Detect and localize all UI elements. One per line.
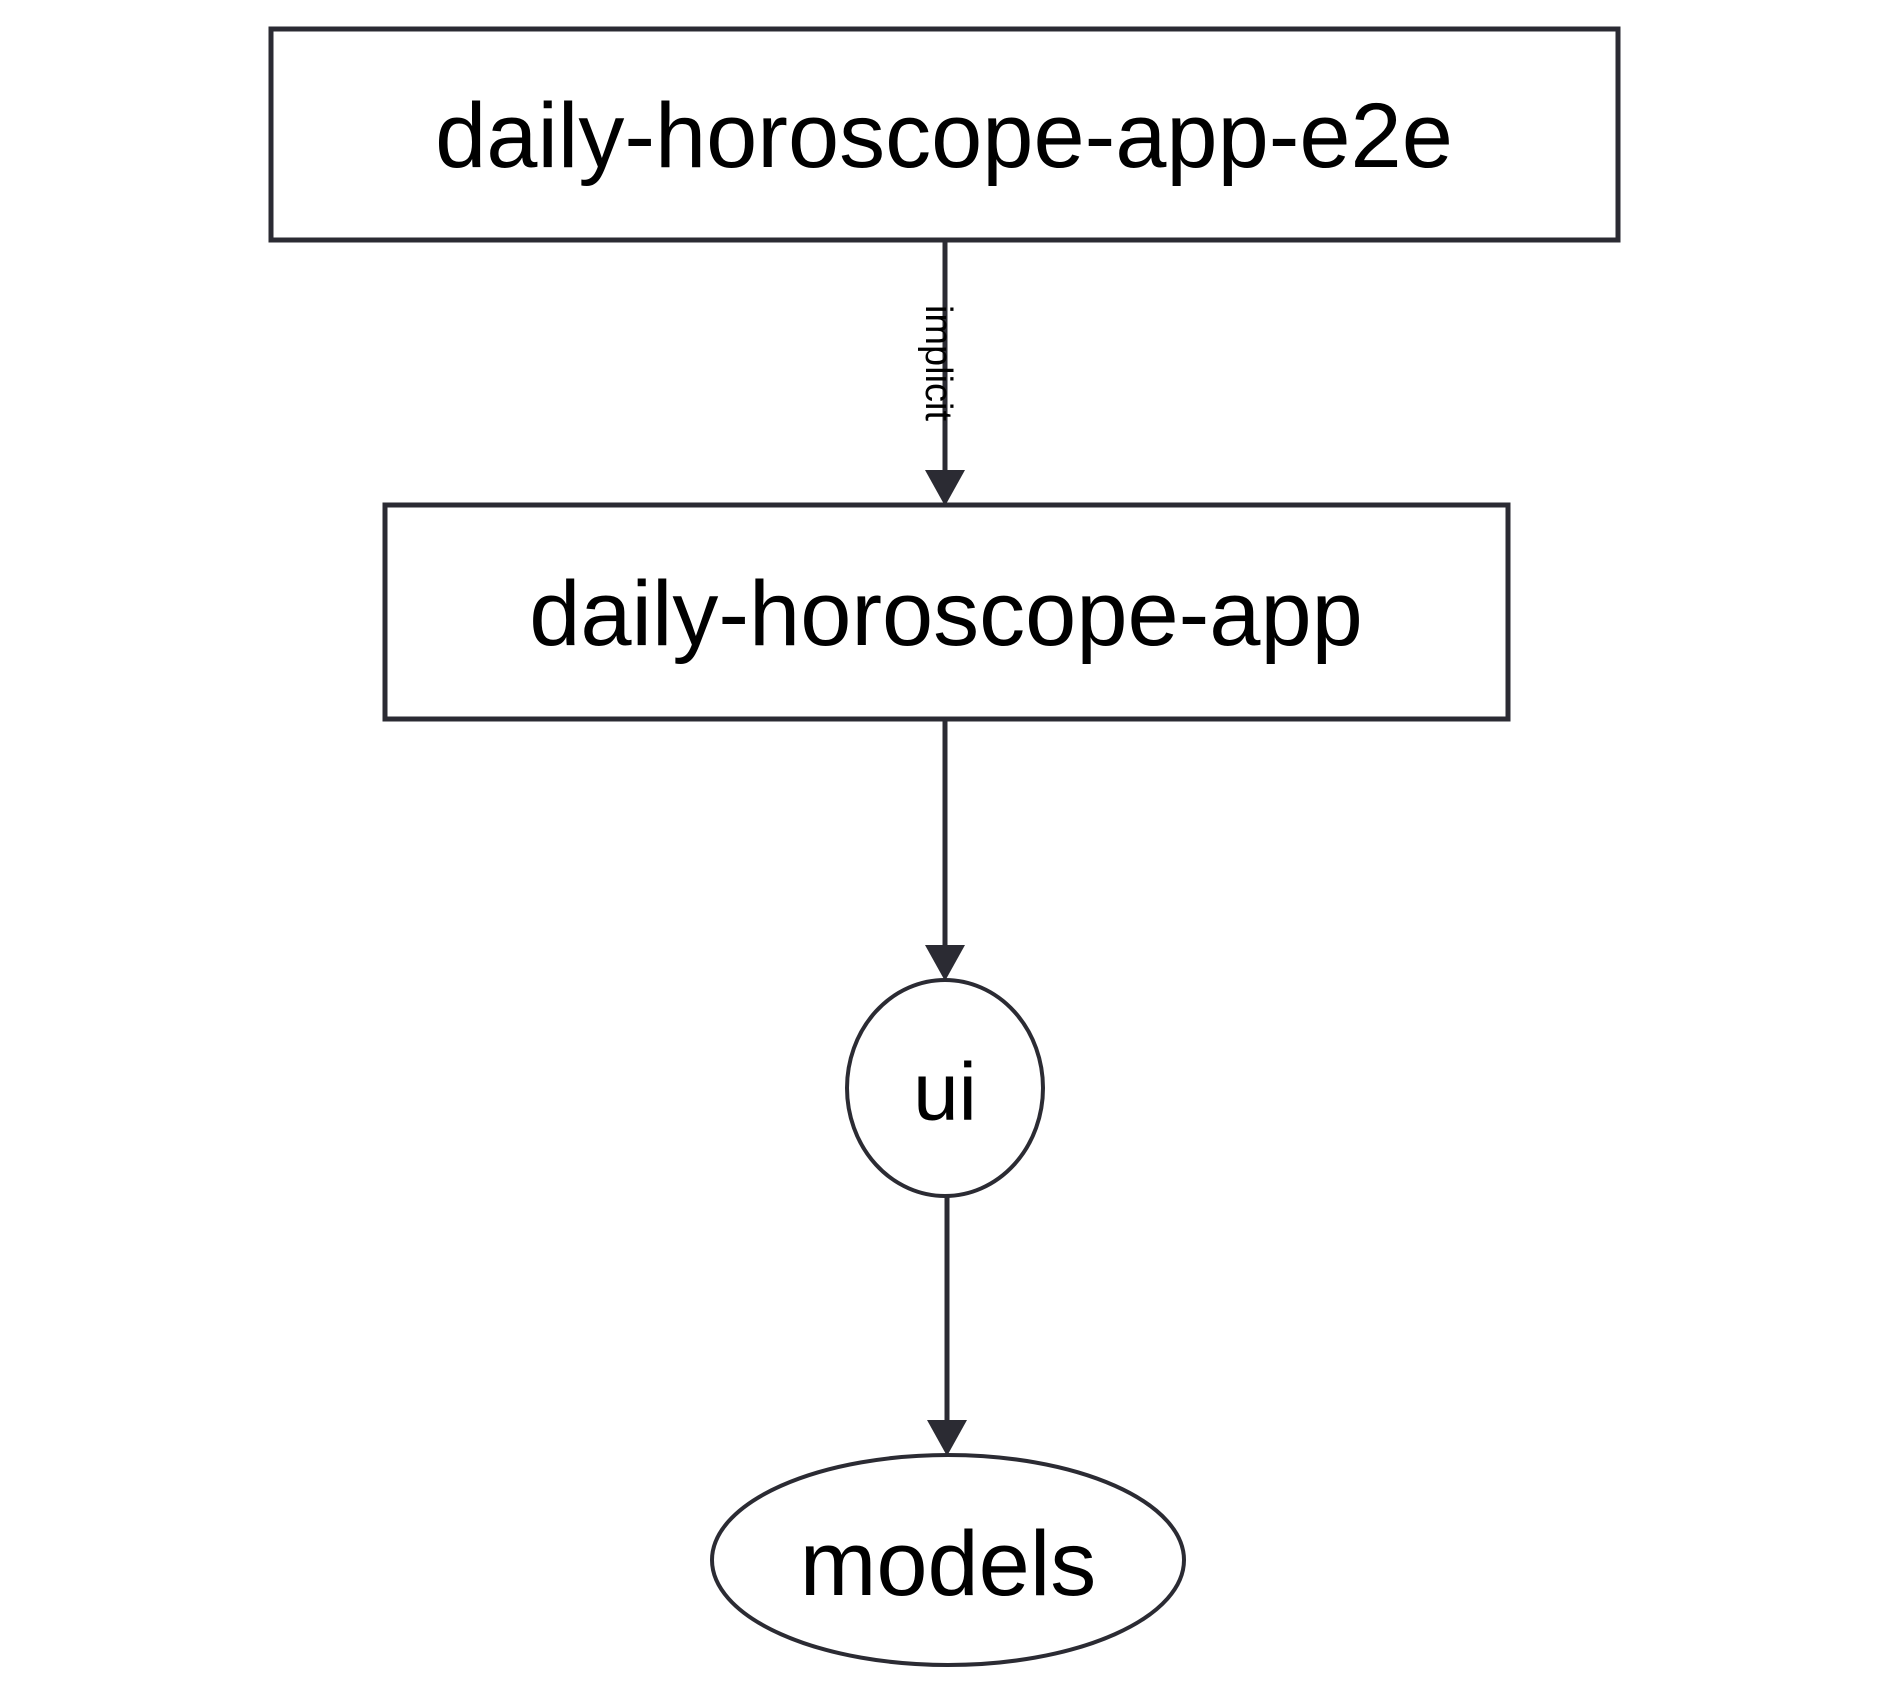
node-daily-horoscope-app-shape (382, 502, 1511, 722)
edge-app-to-ui-arrowhead (925, 945, 965, 981)
node-models[interactable]: models (710, 1453, 1186, 1667)
edge-ui-to-models[interactable] (927, 1196, 967, 1456)
node-daily-horoscope-app-e2e-shape (268, 26, 1621, 243)
node-models-label: models (800, 1513, 1097, 1615)
node-ui-shape (845, 978, 1045, 1198)
edge-label-implicit: implicit (917, 305, 959, 422)
edge-e2e-to-app-arrowhead (925, 470, 965, 506)
node-daily-horoscope-app-e2e-label: daily-horoscope-app-e2e (435, 85, 1453, 187)
node-models-shape (710, 1453, 1186, 1667)
node-daily-horoscope-app-label: daily-horoscope-app (529, 563, 1363, 665)
node-ui-label: ui (913, 1047, 977, 1138)
edge-e2e-to-app[interactable]: implicit (917, 240, 965, 506)
node-daily-horoscope-app[interactable]: daily-horoscope-app (382, 502, 1511, 722)
node-daily-horoscope-app-e2e[interactable]: daily-horoscope-app-e2e (268, 26, 1621, 243)
edge-ui-to-models-arrowhead (927, 1420, 967, 1456)
node-ui[interactable]: ui (845, 978, 1045, 1198)
edge-app-to-ui[interactable] (925, 719, 965, 981)
